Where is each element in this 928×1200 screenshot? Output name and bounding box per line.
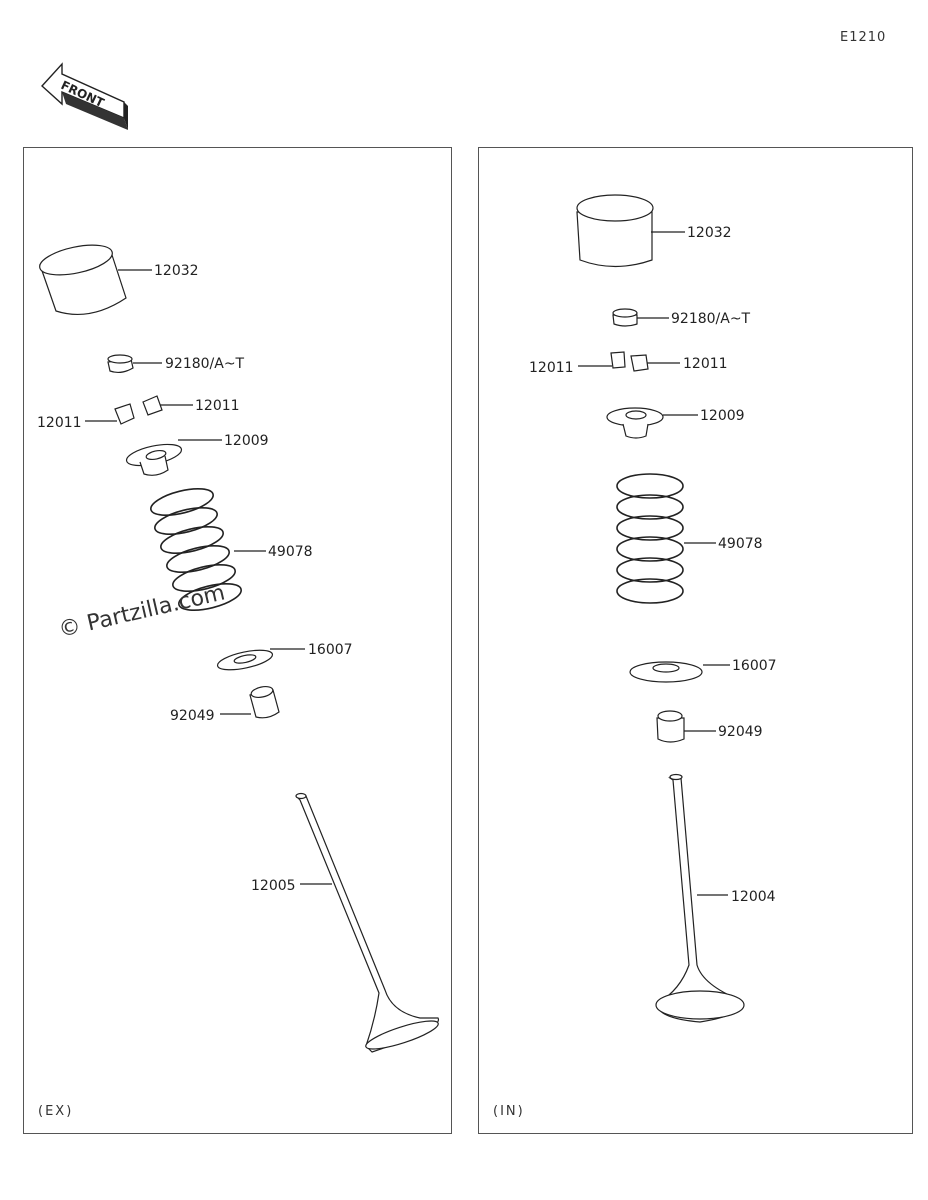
in-keeper-right-number: 12011 [683,356,728,372]
in-shim-number: 92180/A~T [671,311,751,327]
in-spring-seat-part[interactable] [629,661,703,683]
in-valve-number: 12004 [731,889,776,905]
in-shim-part[interactable] [612,308,638,327]
in-spring-part[interactable] [616,473,684,604]
in-stem-seal-part[interactable] [656,710,685,743]
ex-stem-seal-number: 92049 [170,708,215,724]
exhaust-panel-label: (EX) [38,1104,74,1119]
ex-retainer-number: 12009 [224,433,269,449]
ex-spring-part[interactable] [148,484,243,616]
ex-valve-number: 12005 [251,878,296,894]
intake-panel-label: (IN) [493,1104,525,1119]
ex-spring-seat-number: 16007 [308,642,353,658]
ex-lifter-number: 12032 [154,263,199,279]
in-keeper-left-part[interactable] [610,351,626,369]
diagram-code: E1210 [840,30,887,45]
ex-spring-seat-part[interactable] [216,646,274,673]
front-arrow-icon: FRONT [41,62,128,130]
ex-keeper-right-part[interactable] [142,395,163,416]
ex-shim-number: 92180/A~T [165,356,245,372]
ex-keeper-left-part[interactable] [114,403,135,425]
ex-keeper-right-number: 12011 [195,398,240,414]
intake-panel: (IN) [478,147,913,1134]
ex-stem-seal-part[interactable] [249,685,280,719]
ex-keeper-left-number: 12011 [37,415,82,431]
in-retainer-number: 12009 [700,408,745,424]
ex-lifter-part[interactable] [37,240,127,316]
ex-valve-part[interactable] [295,792,441,1055]
in-spring-number: 49078 [718,536,763,552]
in-keeper-right-part[interactable] [630,354,649,372]
in-valve-part[interactable] [655,773,745,1023]
in-lifter-number: 12032 [687,225,732,241]
ex-retainer-part[interactable] [125,440,184,476]
in-spring-seat-number: 16007 [732,658,777,674]
in-stem-seal-number: 92049 [718,724,763,740]
ex-shim-part[interactable] [107,354,134,374]
in-keeper-left-number: 12011 [529,360,574,376]
exhaust-panel: (EX) [23,147,452,1134]
ex-spring-number: 49078 [268,544,313,560]
in-retainer-part[interactable] [606,407,664,439]
in-lifter-part[interactable] [576,194,654,268]
